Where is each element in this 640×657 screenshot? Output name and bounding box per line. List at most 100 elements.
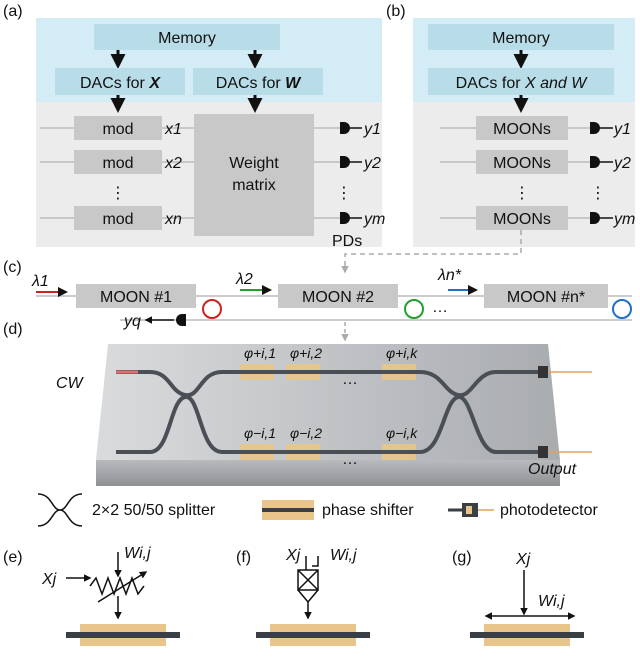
dacs-xw-box bbox=[428, 68, 614, 95]
moon-box-1 bbox=[76, 284, 196, 308]
y2-label-b: y2 bbox=[613, 155, 631, 172]
mod-ellipsis: ⋮ bbox=[110, 185, 126, 202]
f-x-label: Xj bbox=[285, 547, 301, 564]
dacs-xw-label: DACs for X and W bbox=[456, 75, 589, 92]
moon-dots: … bbox=[432, 299, 448, 316]
weight-matrix-line1: Weight bbox=[229, 155, 279, 172]
ym-label-b: ym bbox=[613, 211, 635, 228]
panel-a-label: (a) bbox=[3, 3, 23, 20]
e-waveguide bbox=[66, 632, 180, 638]
splitter-icon bbox=[37, 493, 83, 527]
phi-bottom-1: φ−i,1 bbox=[244, 425, 276, 441]
moon-label-n: MOON #n* bbox=[507, 289, 585, 306]
panel-b-label: (b) bbox=[386, 3, 406, 20]
cw-label: CW bbox=[56, 375, 85, 392]
moons-label-2: MOONs bbox=[493, 155, 551, 172]
memory-label-b: Memory bbox=[492, 30, 550, 47]
output-label: Output bbox=[528, 461, 577, 478]
ym-label-a: ym bbox=[363, 211, 385, 228]
mod-label-2: mod bbox=[102, 155, 133, 172]
moon-label-2: MOON #2 bbox=[302, 289, 374, 306]
memory-box-b bbox=[428, 24, 614, 50]
phi-bottom-2: φ−i,2 bbox=[290, 425, 322, 441]
panel-c: (c) λ1 MOON #1 λ2 MOON #2 … λn* MOON #n*… bbox=[3, 259, 632, 330]
phi-top-2: φ+i,2 bbox=[290, 345, 322, 361]
moons-box-2 bbox=[476, 150, 568, 174]
resistor-icon bbox=[89, 575, 145, 597]
lambda-1: λ1 bbox=[31, 273, 49, 290]
memory-label-a: Memory bbox=[158, 30, 216, 47]
g-w-label: Wi,j bbox=[538, 593, 565, 610]
dacs-w-box bbox=[193, 68, 323, 95]
panel-g-label: (g) bbox=[452, 549, 472, 566]
moons-box-n bbox=[476, 206, 568, 230]
panel-g: (g) Xj Wi,j bbox=[452, 549, 584, 646]
multiplier-icon bbox=[297, 569, 319, 591]
panel-b: (b) Memory DACs for X and W MOONs MOONs … bbox=[386, 3, 635, 247]
g-x-label: Xj bbox=[515, 551, 531, 568]
moons-label-1: MOONs bbox=[493, 121, 551, 138]
f-waveguide bbox=[256, 632, 370, 638]
zoom-connector-bc bbox=[341, 230, 522, 274]
mod-box-n bbox=[74, 206, 162, 230]
moons-box-1 bbox=[476, 116, 568, 140]
pd-icon-b2 bbox=[590, 156, 600, 168]
ring-red bbox=[202, 299, 222, 319]
ring-blue bbox=[612, 299, 632, 319]
chip-top bbox=[96, 344, 560, 460]
mod-box-1 bbox=[74, 116, 162, 140]
phi-top-1: φ+i,1 bbox=[244, 345, 276, 361]
x2-label: x2 bbox=[164, 155, 182, 172]
weight-matrix-box bbox=[194, 114, 314, 236]
pd-chip-top bbox=[538, 366, 548, 378]
pd-icon-1 bbox=[340, 122, 350, 134]
yq-label: yq bbox=[123, 313, 141, 330]
panel-f: (f) Xj Wi,j bbox=[236, 547, 370, 646]
panel-d-label: (d) bbox=[3, 321, 23, 338]
pd-icon-bm bbox=[590, 212, 600, 224]
pd-icon-m bbox=[340, 212, 350, 224]
pds-label: PDs bbox=[332, 233, 362, 250]
dacs-w-label: DACs for W bbox=[216, 75, 302, 92]
dots-top: … bbox=[342, 371, 358, 388]
chip-side bbox=[96, 460, 560, 486]
g-waveguide bbox=[470, 632, 584, 638]
y-ellipsis-a: ⋮ bbox=[336, 185, 352, 202]
x1-label: x1 bbox=[164, 121, 182, 138]
y-ellipsis-b: ⋮ bbox=[590, 185, 606, 202]
y2-label-a: y2 bbox=[363, 155, 381, 172]
legend: 2×2 50/50 splitter phase shifter photode… bbox=[37, 493, 599, 527]
pd-icon-yq bbox=[176, 314, 186, 326]
panel-f-label: (f) bbox=[236, 549, 251, 566]
mod-box-2 bbox=[74, 150, 162, 174]
moon-label-1: MOON #1 bbox=[100, 289, 172, 306]
moons-label-n: MOONs bbox=[493, 211, 551, 228]
phi-bottom-k: φ−i,k bbox=[386, 425, 418, 441]
dacs-x-label: DACs for X bbox=[80, 75, 161, 92]
e-w-label: Wi,j bbox=[124, 545, 151, 562]
legend-photodetector: photodetector bbox=[500, 502, 599, 519]
phi-top-k: φ+i,k bbox=[386, 345, 418, 361]
panel-c-label: (c) bbox=[3, 259, 22, 276]
lambda-n: λn* bbox=[437, 267, 462, 284]
memory-box-a bbox=[94, 24, 280, 50]
moons-ellipsis: ⋮ bbox=[514, 185, 530, 202]
moon-box-2 bbox=[278, 284, 398, 308]
weight-matrix-line2: matrix bbox=[232, 177, 276, 194]
panel-d: (d) φ+i,1 φ+i,2 φ+i,k … φ−i,1 φ−i,2 φ−i,… bbox=[3, 321, 592, 486]
dots-bottom: … bbox=[342, 451, 358, 468]
panel-e-label: (e) bbox=[3, 549, 23, 566]
legend-phase-shifter: phase shifter bbox=[322, 502, 414, 519]
legend-splitter: 2×2 50/50 splitter bbox=[92, 502, 216, 519]
mod-label-1: mod bbox=[102, 121, 133, 138]
e-x-label: Xj bbox=[41, 571, 57, 588]
ring-green bbox=[404, 299, 424, 319]
pd-icon-2 bbox=[340, 156, 350, 168]
panel-e: (e) Xj Wi,j bbox=[3, 545, 180, 646]
y1-label-a: y1 bbox=[363, 121, 381, 138]
pd-chip-bottom bbox=[538, 446, 548, 458]
y1-label-b: y1 bbox=[613, 121, 631, 138]
mod-label-n: mod bbox=[102, 211, 133, 228]
lambda-2: λ2 bbox=[235, 271, 253, 288]
